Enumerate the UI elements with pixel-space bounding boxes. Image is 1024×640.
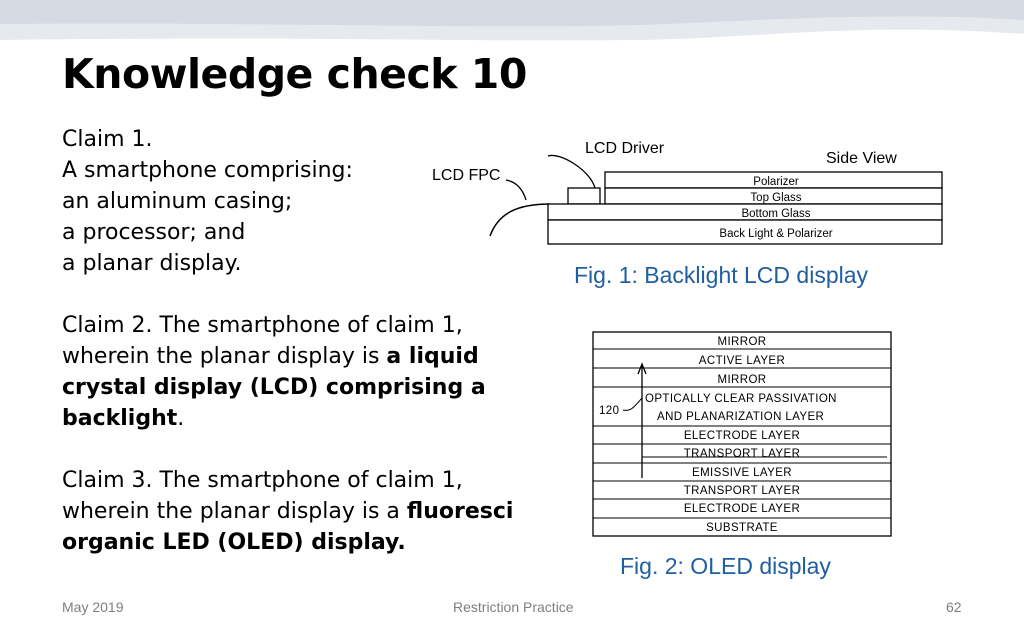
claim2-emphasis: backlight — [62, 406, 178, 431]
claim3-line-3: organic LED (OLED) display. — [62, 527, 552, 558]
bottom-glass-label: Bottom Glass — [741, 208, 810, 220]
oled-layer-label: ELECTRODE LAYER — [684, 503, 800, 515]
fpc-leader-line — [505, 179, 527, 201]
claims-text: Claim 1. A smartphone comprising: an alu… — [62, 124, 552, 558]
lcd-fpc-label: LCD FPC — [432, 167, 500, 184]
oled-layer-label: AND PLANARIZATION LAYER — [657, 411, 824, 423]
side-view-label: Side View — [826, 150, 897, 167]
claim3-emphasis: organic LED (OLED) display. — [62, 530, 406, 555]
top-glass-label: Top Glass — [750, 192, 801, 204]
fig2-caption: Fig. 2: OLED display — [620, 553, 831, 579]
oled-layer-label: TRANSPORT LAYER — [684, 485, 801, 497]
claim1-line-3: a processor; and — [62, 220, 246, 245]
footer-page-number: 62 — [946, 599, 962, 615]
oled-layer-label: MIRROR — [717, 374, 766, 386]
claim2-line-1: Claim 2. The smartphone of claim 1, — [62, 313, 463, 338]
oled-layer-label: EMISSIVE LAYER — [692, 467, 792, 479]
page-title: Knowledge check 10 — [62, 50, 527, 98]
claim2-emphasis: crystal display (LCD) comprising a — [62, 375, 486, 400]
backlight-label: Back Light & Polarizer — [719, 228, 832, 240]
fig1-caption: Fig. 1: Backlight LCD display — [574, 262, 869, 288]
claim1-heading: Claim 1. — [62, 127, 153, 152]
oled-layer-label: ELECTRODE LAYER — [684, 430, 800, 442]
reference-leader-line — [622, 397, 643, 411]
oled-layer-label: SUBSTRATE — [706, 522, 778, 534]
claim2-text: wherein the planar display is — [62, 344, 387, 369]
oled-layer-label: ACTIVE LAYER — [699, 355, 785, 367]
light-arrow-head — [637, 362, 647, 375]
driver-leader-line — [547, 154, 596, 189]
claim2-line-3: crystal display (LCD) comprising a — [62, 372, 552, 403]
footer-center: Restriction Practice — [453, 599, 574, 615]
claim3-text: wherein the planar display is a — [62, 499, 407, 524]
lcd-driver-label: LCD Driver — [585, 140, 665, 157]
claim2-line-2: wherein the planar display is a liquid — [62, 341, 552, 372]
fpc-cable — [489, 203, 551, 237]
oled-layer-label: TRANSPORT LAYER — [684, 448, 801, 460]
claim3-emphasis: fluoresci — [406, 499, 514, 524]
claim1-line-2: an aluminum casing; — [62, 189, 293, 214]
claim1-line-4: a planar display. — [62, 251, 242, 276]
layer-dividers — [593, 348, 891, 519]
oled-stack-figure: MIRROR ACTIVE LAYER MIRROR OPTICALLY CLE… — [592, 331, 892, 537]
header-band — [0, 0, 1024, 41]
spacer — [62, 434, 552, 465]
oled-layer-label: OPTICALLY CLEAR PASSIVATION — [645, 393, 837, 405]
lcd-side-view-figure: LCD Driver LCD FPC Side View Polarizer T… — [432, 140, 943, 245]
claim3-line-1: Claim 3. The smartphone of claim 1, — [62, 468, 463, 493]
claim2-period: . — [177, 406, 185, 431]
polarizer-label: Polarizer — [753, 176, 799, 188]
claim2-line-4: backlight. — [62, 403, 552, 434]
claim3-line-2: wherein the planar display is a fluoresc… — [62, 496, 552, 527]
claim1-line-1: A smartphone comprising: — [62, 158, 353, 183]
lcd-driver-chip — [567, 187, 601, 205]
oled-layer-label: MIRROR — [717, 336, 766, 348]
footer-date: May 2019 — [62, 599, 124, 615]
spacer — [62, 279, 552, 310]
claim2-emphasis: a liquid — [386, 344, 479, 369]
backlight-layer — [547, 219, 943, 245]
reference-number: 120 — [599, 405, 619, 417]
